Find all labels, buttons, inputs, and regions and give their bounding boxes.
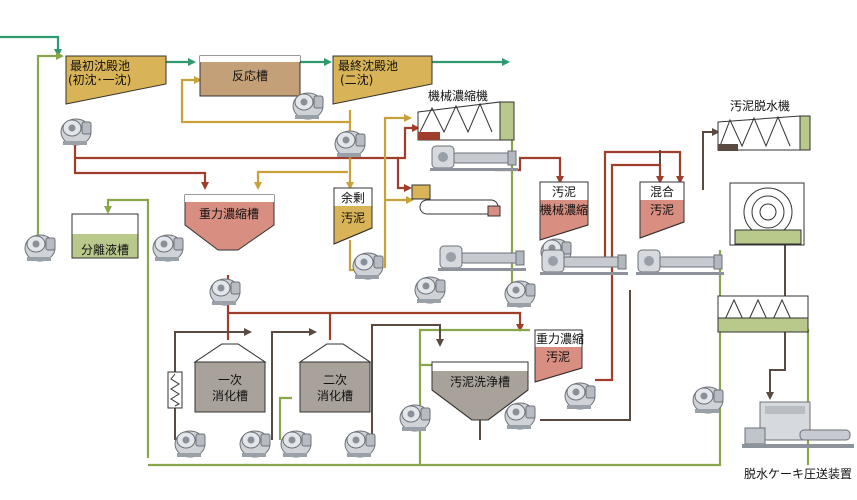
gravity-thickener: 重力濃縮槽	[184, 194, 275, 251]
pump-excess-sludge	[334, 130, 366, 158]
gravity-thickened-sludge-tank: 重力濃縮 汚泥	[534, 329, 584, 383]
pump-dewater-feed	[692, 386, 724, 414]
primary-digester-label-2: 消化槽	[212, 389, 248, 403]
mixed-sludge-label-2: 汚泥	[650, 203, 674, 217]
thickener-belt	[411, 184, 501, 217]
cake-pump-label: 脱水ケーキ圧送装置	[744, 466, 852, 481]
final-sedimentation-tank: 最終沈殿池 (二沈)	[332, 55, 433, 105]
primary-digester: 一次 消化槽	[193, 343, 267, 413]
digester2-to-washer-pipe	[371, 324, 444, 445]
liquor-to-tank-pipe	[104, 198, 150, 458]
mixed-sludge-tank: 混合 汚泥	[639, 181, 685, 239]
gravity-thickened-sludge-label-1: 重力濃縮	[536, 331, 584, 346]
secondary-digester-label-1: 二次	[323, 373, 347, 387]
dewater-to-cake-pump	[766, 185, 786, 400]
pump-digester2-a	[280, 430, 312, 458]
excess-sludge-tank: 余剰 汚泥	[333, 187, 373, 245]
pump-primary-sludge	[60, 118, 92, 146]
mech-thickened-sludge-label-1: 汚泥	[552, 185, 576, 199]
washer-out-pipe	[540, 290, 631, 421]
cake-pump-unit: 脱水ケーキ圧送装置	[742, 401, 854, 481]
mechanical-thickener-label: 機械濃縮機	[428, 88, 488, 103]
pump-return-sludge	[292, 92, 324, 120]
sludge-header-pipe	[75, 124, 420, 160]
centrifuge-dewaterer	[729, 182, 805, 246]
excess-sludge-line-top	[254, 170, 348, 190]
pump-separated-liquor	[152, 234, 184, 262]
separated-liquor-return	[36, 52, 64, 250]
pump-gravity-thickener	[209, 278, 241, 306]
pump-gravity-thickened	[564, 382, 596, 410]
secondary-digester: 二次 消化槽	[298, 343, 372, 413]
primary-sedimentation-tank: 最初沈殿池 (初沈･一沈)	[65, 55, 167, 105]
mech-thickened-sludge-tank: 汚泥 機械濃縮	[539, 181, 589, 241]
digester1-to-2-pipe	[271, 328, 317, 440]
gravity-thickener-out-pipe	[226, 275, 524, 332]
final-sedimentation-label-2: (二沈)	[340, 72, 373, 87]
pump-washer-a	[399, 404, 431, 432]
pump-digester1-a	[174, 430, 206, 458]
influent-pipe	[0, 35, 62, 57]
screw-pump-thickener	[429, 145, 519, 172]
primary-sedimentation-label-1: 最初沈殿池	[70, 58, 130, 73]
gravity-thickener-label: 重力濃縮槽	[199, 206, 259, 221]
pump-thickener-feed	[414, 276, 446, 304]
pump-washer-b	[504, 402, 536, 430]
final-sedimentation-label-1: 最終沈殿池	[338, 58, 398, 73]
pump-digester1-b	[239, 430, 271, 458]
sludge-dewatering-label: 汚泥脱水機	[730, 98, 790, 113]
mechanical-thickener: 機械濃縮機	[417, 88, 515, 141]
pump-separated-liquor-left	[24, 234, 56, 262]
pump-digester2-b	[344, 430, 376, 458]
reaction-tank: 反応槽	[199, 55, 301, 97]
screw-pump-mech	[539, 249, 629, 276]
return-sludge-pipe	[180, 76, 352, 124]
reaction-tank-label: 反応槽	[232, 69, 268, 83]
pump-liquor-return	[504, 280, 536, 308]
sludge-dewatering-machine: 汚泥脱水機	[717, 98, 811, 151]
gravity-sludge-to-mixer-pipe	[595, 163, 664, 382]
belt-press-dewaterer	[717, 295, 809, 333]
excess-sludge-pipes	[180, 76, 414, 272]
mixer-to-dewater-pipe	[702, 128, 720, 190]
separated-liquor-label: 分離液槽	[81, 242, 129, 257]
primary-sedimentation-label-2: (初沈･一沈)	[68, 72, 131, 87]
mech-thickened-sludge-label-2: 機械濃縮	[540, 202, 588, 217]
water-pipes	[0, 35, 510, 66]
excess-sludge-label-2: 汚泥	[341, 211, 365, 225]
heat-exchanger	[167, 371, 183, 409]
screw-pump-mixed	[635, 249, 725, 276]
separated-liquor-tank: 分離液槽	[71, 213, 139, 259]
pump-units	[24, 92, 725, 458]
sludge-washing-tank: 汚泥洗浄槽	[431, 361, 529, 421]
excess-to-thickener-pipe	[396, 158, 412, 192]
sludge-washing-label: 汚泥洗浄槽	[450, 375, 510, 389]
pump-excess-feed	[352, 252, 384, 280]
excess-sludge-label-1: 余剰	[341, 190, 365, 205]
gravity-thickened-sludge-label-2: 汚泥	[546, 350, 570, 364]
digester1-liquor-pipe	[278, 396, 292, 440]
primary-digester-label-1: 一次	[218, 373, 242, 387]
primary-sludge-pipe	[73, 140, 209, 190]
secondary-digester-label-2: 消化槽	[317, 389, 353, 403]
excess-to-mech-pipe	[383, 114, 412, 268]
mixed-sludge-label-1: 混合	[650, 184, 674, 199]
